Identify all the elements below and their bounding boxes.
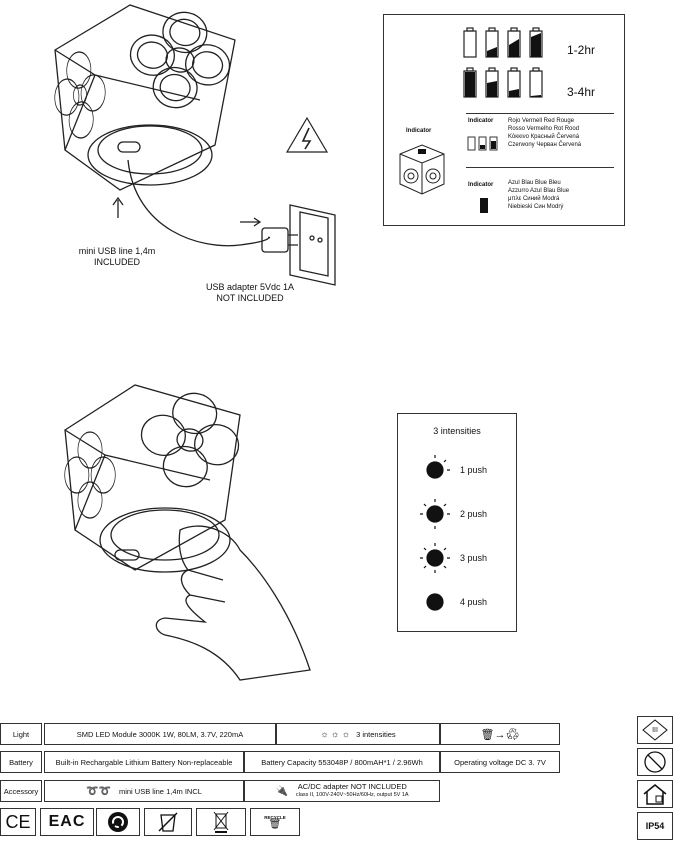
weee-bin-icon xyxy=(196,808,246,836)
green-dot-icon xyxy=(96,808,140,836)
intensities-text: 3 intensities xyxy=(356,729,396,739)
blue-color-line: Niebieski Син Modrý xyxy=(508,204,564,210)
blue-color-line: μπλε Синий Modrá xyxy=(508,196,560,202)
spec-adapter: 🔌 AC/DC adapter NOT INCLUDED class II, 1… xyxy=(244,780,440,802)
indoor-use-icon xyxy=(637,780,673,808)
class-iii-text: III xyxy=(652,726,658,734)
panel-divider xyxy=(466,113,614,114)
adapter-text: AC/DC adapter NOT INCLUDED class II, 100… xyxy=(296,783,409,799)
blue-color-line: Azul Blau Blue Bleu xyxy=(508,180,561,186)
blue-indicator-title: Indicator xyxy=(468,182,494,188)
spec-accessory-cable: ➰➰ mini USB line 1,4m INCL xyxy=(44,780,244,802)
intensity-row-2: 2 push xyxy=(460,509,488,519)
spec-light-intensities: ☼ ☼ ☼ 3 intensities xyxy=(276,723,440,745)
battery-level-icons xyxy=(463,27,543,98)
recycle-bin-symbol: 🗑 xyxy=(268,818,282,830)
cube-usb-illustration xyxy=(54,4,336,286)
red-color-line: Czerwony Черван Červená xyxy=(508,142,582,148)
red-indicator-batteries xyxy=(467,136,498,151)
spec-label-light: Light xyxy=(0,723,42,745)
intensity-row-1: 1 push xyxy=(460,465,488,475)
class-iii-icon: III xyxy=(637,716,673,744)
recycle-label: RECYCLE xyxy=(264,814,286,820)
red-color-line: Rojo Vermell Red Rouge xyxy=(508,118,575,124)
spec-label-battery: Battery xyxy=(0,751,42,773)
battery-indicator-panel: 1-2hr 3-4hr Indicator Indicator Rojo Ver… xyxy=(383,14,625,226)
intensity-row-3: 3 push xyxy=(460,553,488,563)
no-cover-temperature-icon xyxy=(637,748,673,776)
recycle-bin-icon: 🗑→♻ xyxy=(440,723,560,745)
intensity-panel-title: 3 intensities xyxy=(433,426,481,436)
red-color-line: Κόκκινο Красный Červená xyxy=(508,134,580,140)
intensity-row-4: 4 push xyxy=(460,597,488,607)
red-color-line: Rosso Vermelho Rot Rood xyxy=(508,126,580,132)
spec-light-value: SMD LED Module 3000K 1W, 80LM, 3.7V, 220… xyxy=(44,723,276,745)
cube-indicator-label: Indicator xyxy=(406,128,432,134)
usb-cable-label: mini USB line 1,4m INCLUDED xyxy=(78,246,156,267)
eac-mark-icon: EAC xyxy=(40,808,94,836)
spec-battery-capacity: Battery Capacity 553048P / 800mAH*1 / 2.… xyxy=(244,751,440,773)
red-indicator-title: Indicator xyxy=(468,118,494,124)
usb-adapter-label: USB adapter 5Vdc 1A NOT INCLUDED xyxy=(205,282,295,303)
no-chemical-icon xyxy=(144,808,192,836)
charge-time-low: 3-4hr xyxy=(567,85,596,99)
small-cube-icon xyxy=(399,144,445,195)
ce-mark-icon: CE xyxy=(0,808,36,836)
intensity-icons xyxy=(420,455,450,611)
cable-text: mini USB line 1,4m INCL xyxy=(118,786,202,796)
spec-battery-type: Built-in Rechargable Lithium Battery Non… xyxy=(44,751,244,773)
adapter-title: AC/DC adapter NOT INCLUDED xyxy=(297,782,407,791)
sun-icons: ☼ ☼ ☼ xyxy=(320,729,351,739)
red-color-names: Rojo Vermell Red Rouge Rosso Vermelho Ro… xyxy=(508,117,581,149)
spec-operating-voltage: Operating voltage DC 3. 7V xyxy=(440,751,560,773)
recycle-icon: RECYCLE 🗑 xyxy=(250,808,300,836)
intensity-panel: 3 intensities 1 push 2 push 3 push 4 pus… xyxy=(397,413,517,632)
cube-hand-illustration xyxy=(64,384,311,681)
blue-color-line: Azzurro Azul Blau Blue xyxy=(508,188,570,194)
ip-rating-badge: IP54 xyxy=(637,812,673,840)
plug-icon: 🔌 xyxy=(275,785,288,797)
blue-indicator-battery xyxy=(480,198,488,213)
panel-divider-2 xyxy=(466,167,614,168)
spec-label-accessory: Accessory xyxy=(0,780,42,802)
cable-icon: ➰➰ xyxy=(86,785,111,797)
blue-color-names: Azul Blau Blue Bleu Azzurro Azul Blau Bl… xyxy=(508,179,569,211)
charge-time-full: 1-2hr xyxy=(567,43,596,57)
adapter-spec: class II, 100V-240V~50Hz/60Hz, output 5V… xyxy=(295,792,409,798)
